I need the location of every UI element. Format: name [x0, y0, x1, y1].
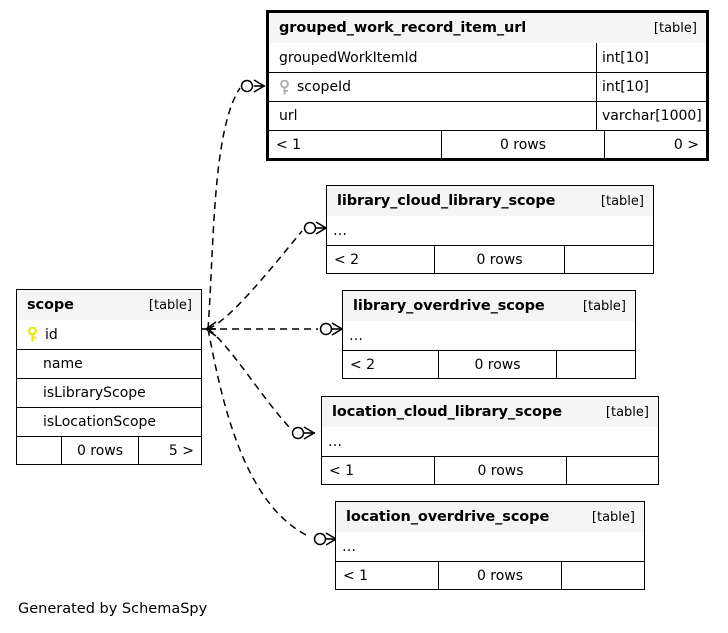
table-title: library_cloud_library_scope [337, 193, 556, 209]
footer-children-count [561, 562, 644, 589]
edge-scope-to-library-overdrive-scope [208, 322, 344, 336]
footer-row-count: 0 rows [441, 131, 604, 158]
table-type-tag: [table] [148, 297, 192, 313]
table-header: library_overdrive_scope [table] [343, 291, 635, 321]
table-row[interactable]: isLibraryScope [17, 378, 201, 407]
table-type-tag: [table] [582, 298, 626, 314]
column-name: … [328, 433, 343, 450]
footer-parents-count: < 1 [343, 567, 369, 584]
table-title: library_overdrive_scope [353, 298, 545, 314]
table-footer: 0 rows 5 > [17, 436, 201, 464]
table-row[interactable]: id [17, 320, 201, 349]
table-title: location_cloud_library_scope [332, 404, 562, 420]
table-row[interactable]: isLocationScope [17, 407, 201, 436]
footer-row-count: 0 rows [61, 437, 138, 464]
table-header: location_cloud_library_scope [table] [322, 397, 658, 427]
footer-children-count [564, 246, 653, 273]
table-title: scope [27, 297, 74, 313]
table-header: grouped_work_record_item_url [table] [269, 13, 706, 43]
column-name: scopeId [297, 79, 352, 95]
table-footer: < 1 0 rows [336, 561, 644, 589]
edge-origin-crowfoot-scope [202, 321, 217, 337]
table-type-tag: [table] [591, 509, 635, 525]
table-header: scope [table] [17, 290, 201, 320]
column-name: name [43, 356, 83, 372]
table-row[interactable]: … [327, 216, 653, 245]
table-header: library_cloud_library_scope [table] [327, 186, 653, 216]
table-node-library-overdrive-scope[interactable]: library_overdrive_scope [table] … < 2 0 … [342, 290, 636, 379]
footer-parents-count [17, 437, 61, 464]
footer-children-count: 0 > [604, 131, 706, 158]
table-node-library-cloud-library-scope[interactable]: library_cloud_library_scope [table] … < … [326, 185, 654, 274]
footer-parents-count: < 2 [350, 356, 376, 373]
column-name-cell: scopeId [269, 79, 596, 95]
table-node-scope[interactable]: scope [table] id name isLibraryScope [16, 289, 202, 465]
table-row[interactable]: scopeId int[10] [269, 72, 706, 101]
footer-row-count: 0 rows [434, 246, 564, 273]
table-row[interactable]: groupedWorkItemId int[10] [269, 43, 706, 72]
table-row[interactable]: … [322, 427, 658, 456]
footer-row-count: 0 rows [434, 457, 566, 484]
table-row[interactable]: … [343, 321, 635, 350]
table-row[interactable]: name [17, 349, 201, 378]
edge-scope-to-grouped-work-record-item-url [207, 79, 266, 330]
column-name: groupedWorkItemId [279, 49, 418, 66]
footer-parents-count: < 1 [329, 462, 355, 479]
column-type: int[10] [596, 43, 706, 72]
table-title: location_overdrive_scope [346, 509, 550, 525]
column-name: id [45, 326, 58, 343]
table-title: grouped_work_record_item_url [279, 20, 527, 36]
column-name-cell: id [17, 327, 201, 343]
table-footer: < 2 0 rows [343, 350, 635, 378]
column-name: … [349, 327, 364, 344]
table-header: location_overdrive_scope [table] [336, 502, 644, 532]
column-name: url [279, 108, 298, 124]
table-node-location-cloud-library-scope[interactable]: location_cloud_library_scope [table] … <… [321, 396, 659, 485]
edge-scope-to-location-cloud-library-scope [207, 328, 316, 440]
table-footer: < 2 0 rows [327, 245, 653, 273]
footer-row-count: 0 rows [438, 562, 561, 589]
table-node-location-overdrive-scope[interactable]: location_overdrive_scope [table] … < 1 0… [335, 501, 645, 590]
footer-children-count [556, 351, 635, 378]
schemaspy-credit: Generated by SchemaSpy [18, 601, 208, 617]
edge-scope-to-location-overdrive-scope [207, 328, 338, 546]
table-type-tag: [table] [600, 193, 644, 209]
footer-children-count: 5 > [138, 437, 201, 464]
footer-parents-count: < 1 [276, 136, 302, 153]
table-type-tag: [table] [605, 404, 649, 420]
footer-parents-count: < 2 [334, 251, 360, 268]
footer-children-count [566, 457, 658, 484]
column-name: isLocationScope [43, 414, 157, 430]
column-name: … [333, 222, 348, 239]
table-footer: < 1 0 rows [322, 456, 658, 484]
edge-scope-to-library-cloud-library-scope [207, 221, 328, 330]
column-name: … [342, 538, 357, 555]
table-node-grouped-work-record-item-url[interactable]: grouped_work_record_item_url [table] gro… [266, 10, 709, 161]
primary-key-icon [26, 327, 39, 342]
column-name: isLibraryScope [43, 385, 146, 401]
table-type-tag: [table] [653, 20, 697, 36]
table-row[interactable]: … [336, 532, 644, 561]
column-type: varchar[1000] [596, 102, 706, 130]
foreign-key-icon [278, 79, 291, 95]
footer-row-count: 0 rows [438, 351, 556, 378]
table-footer: < 1 0 rows 0 > [269, 130, 706, 158]
column-type: int[10] [596, 73, 706, 101]
table-row[interactable]: url varchar[1000] [269, 101, 706, 130]
